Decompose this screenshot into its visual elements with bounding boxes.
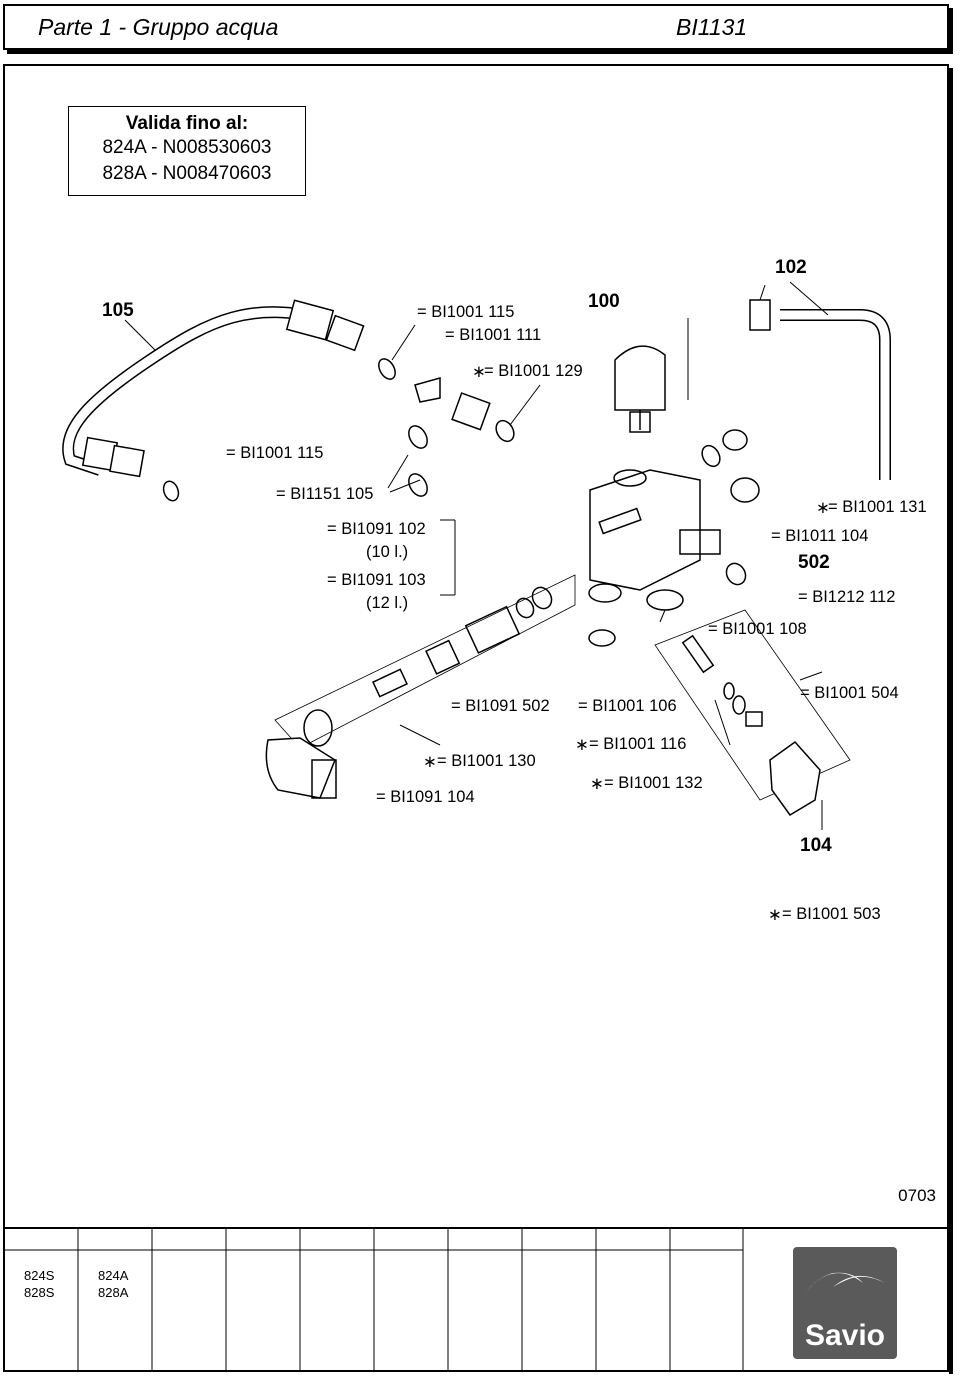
- callout-label: = BI1151 105: [276, 485, 374, 503]
- o-ring: [725, 562, 747, 586]
- part-number-502: 502: [798, 552, 830, 573]
- callout-label: = BI1091 104: [376, 788, 475, 806]
- star-marker: ∗: [768, 906, 782, 924]
- part-number-102: 102: [775, 257, 807, 278]
- model-code: 824S: [24, 1268, 55, 1283]
- callout-sublabel: (10 l.): [366, 543, 409, 561]
- validity-line-2: 828A - N008470603: [102, 163, 272, 184]
- callout-label: = BI1011 104: [771, 527, 869, 545]
- o-ring: [408, 425, 428, 449]
- tap-assembly: [654, 609, 851, 816]
- star-marker: ∗: [816, 499, 830, 517]
- part-number-100: 100: [588, 291, 620, 312]
- fitting: [679, 529, 721, 555]
- valve-body: [588, 469, 701, 603]
- model-code: 824A: [98, 1268, 129, 1283]
- o-ring: [408, 473, 428, 497]
- callout-label: = BI1001 108: [708, 620, 807, 638]
- star-marker: ∗: [590, 775, 604, 793]
- header-frame: [3, 4, 949, 50]
- clip: [414, 377, 441, 403]
- callout-label: = BI1001 129: [484, 362, 583, 380]
- valve-100: [614, 345, 666, 433]
- filter-assembly: [274, 574, 576, 749]
- page-title: Parte 1 - Gruppo acqua: [38, 14, 279, 40]
- header-shadow-right: [949, 8, 953, 54]
- hose-105: [62, 299, 365, 478]
- callout-label: = BI1001 131: [828, 498, 927, 516]
- o-ring: [701, 444, 721, 468]
- callout-label: = BI1001 116: [589, 735, 687, 753]
- o-ring: [162, 480, 180, 502]
- callout-label: = BI1091 103: [327, 571, 426, 589]
- callout-sublabel: (12 l.): [366, 594, 409, 612]
- model-code: 828S: [24, 1285, 55, 1300]
- star-marker: ∗: [423, 753, 437, 771]
- callout-label: = BI1212 112: [798, 588, 896, 606]
- washer: [646, 589, 684, 611]
- plug: [722, 429, 748, 451]
- filter-cover: [265, 737, 337, 799]
- callout-label: = BI1091 102: [327, 520, 426, 538]
- star-marker: ∗: [575, 736, 589, 754]
- star-marker: ∗: [472, 363, 486, 381]
- footer-grid: [3, 1227, 949, 1372]
- o-ring: [378, 358, 396, 380]
- logo-mark-icon: [805, 1272, 885, 1293]
- part-number-104: 104: [800, 835, 832, 856]
- validity-box: Valida fino al: 824A - N008530603 828A -…: [68, 106, 306, 196]
- callout-label: = BI1091 502: [451, 697, 550, 715]
- revision-code: 0703: [898, 1186, 936, 1205]
- validity-line-1: 824A - N008530603: [102, 137, 272, 158]
- main-shadow-right: [949, 68, 953, 1374]
- model-code: 828A: [98, 1285, 129, 1300]
- logo-text: Savio: [804, 1319, 886, 1352]
- callout-label: = BI1001 504: [800, 684, 899, 702]
- validity-title: Valida fino al:: [125, 113, 249, 134]
- callout-label: = BI1001 106: [578, 697, 677, 715]
- leader-lines: [124, 281, 829, 830]
- main-frame: [3, 64, 949, 1372]
- callout-label: = BI1001 132: [604, 774, 703, 792]
- washer: [588, 629, 616, 647]
- document-code: BI1131: [676, 14, 748, 40]
- callout-label: = BI1001 111: [445, 326, 542, 344]
- o-ring: [495, 419, 515, 443]
- fitting: [451, 392, 491, 431]
- savio-logo: Savio: [793, 1247, 897, 1359]
- callout-label: = BI1001 503: [782, 905, 881, 923]
- fitting: [730, 477, 760, 503]
- callout-label: = BI1001 115: [417, 303, 515, 321]
- callout-label: = BI1001 115: [226, 444, 324, 462]
- part-number-105: 105: [102, 300, 134, 321]
- pipe-102: [749, 299, 891, 480]
- header-shadow-bottom: [7, 50, 953, 54]
- callout-label: = BI1001 130: [437, 752, 536, 770]
